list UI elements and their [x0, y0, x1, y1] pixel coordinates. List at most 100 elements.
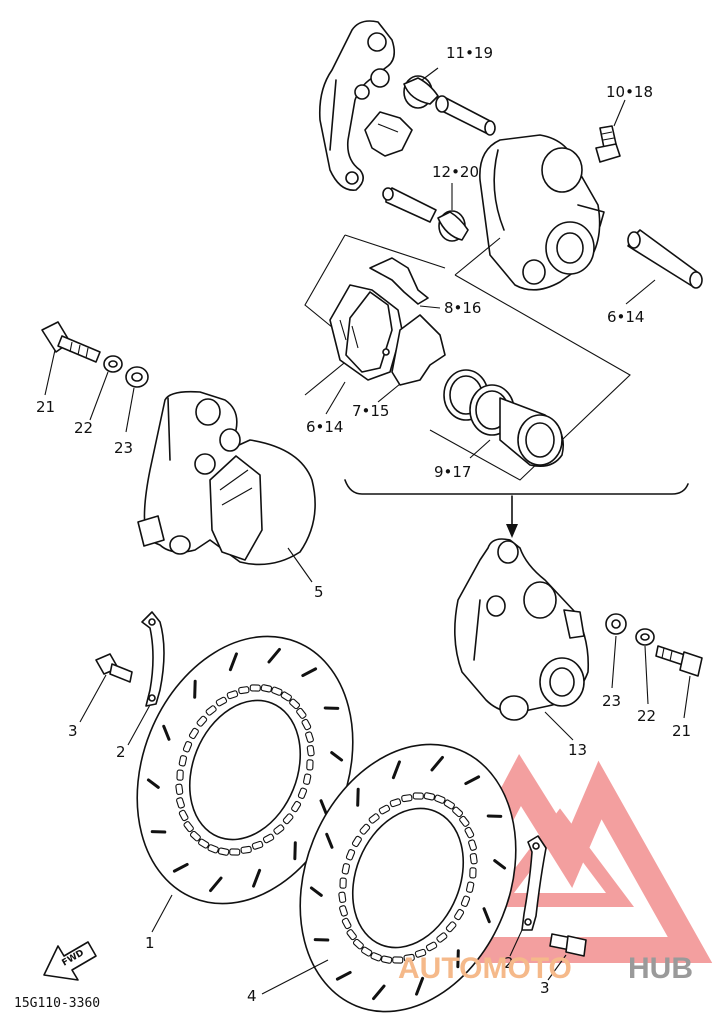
- label-part-21b: 21: [672, 722, 691, 740]
- label-part-23a: 23: [114, 439, 133, 457]
- disc-vent-slot: [341, 863, 351, 875]
- brake-disc-right: [299, 743, 517, 1013]
- disc-vent-slot: [302, 773, 312, 785]
- caliper-bracket-top: [318, 20, 396, 191]
- boot-part-11: [403, 75, 439, 109]
- label-part-2b: 2: [504, 954, 514, 972]
- disc-vent-slot: [215, 696, 228, 707]
- disc-vent-slot: [305, 731, 314, 743]
- disc-outer-slot: [330, 751, 344, 762]
- label-part-11-19: 11•19: [446, 44, 493, 62]
- disc-outer-slot: [335, 970, 352, 981]
- disc-vent-slot: [392, 956, 404, 964]
- disc-vent-slot: [296, 707, 307, 719]
- disc-vent-slot: [196, 715, 208, 727]
- disc-vent-slot: [469, 867, 477, 879]
- lock-plate-part-2-left: [141, 611, 165, 707]
- fwd-arrow-icon: FWD: [43, 941, 97, 981]
- pad-pin-right: [627, 229, 703, 289]
- disc-vent-slot: [301, 718, 312, 731]
- disc-vent-slot: [176, 797, 185, 809]
- disc-vent-slot: [459, 815, 470, 827]
- disc-vent-slot: [401, 794, 413, 803]
- label-part-5: 5: [314, 583, 324, 601]
- disc-vent-slot: [249, 684, 261, 692]
- disc-vent-slot: [341, 917, 352, 930]
- washer-part-22-left: [103, 355, 123, 373]
- disc-vent-slot: [339, 877, 347, 889]
- disc-vent-slot: [339, 905, 348, 917]
- disc-outer-slot: [325, 832, 334, 849]
- disc-vent-slot: [460, 895, 471, 907]
- disc-vent-slot: [368, 813, 380, 824]
- disc-vent-slot: [306, 745, 315, 757]
- disc-vent-slot: [352, 938, 364, 950]
- disc-vent-slot: [189, 830, 201, 842]
- washer-part-23-left: [125, 366, 149, 388]
- disc-vent-slot: [178, 755, 188, 767]
- disc-vent-slot: [175, 783, 184, 795]
- disc-vent-slot: [338, 891, 347, 903]
- disc-outer-slot: [372, 984, 386, 1001]
- label-part-10-18: 10•18: [606, 83, 653, 101]
- watermark-part2: HUB: [628, 952, 693, 985]
- label-part-3a: 3: [68, 722, 78, 740]
- disc-vent-slot: [262, 833, 275, 844]
- part-labels: 1 2 2 3 3 4 5 13 21 22 23 21 22 23 6•14 …: [36, 44, 691, 1005]
- leader-lines: [44, 67, 691, 995]
- watermark-part1: AUTOMOTO: [398, 952, 572, 985]
- disc-vent-slot: [468, 839, 477, 851]
- label-part-6-14b: 6•14: [607, 308, 644, 326]
- disc-outer-slot: [309, 886, 323, 897]
- disc-vent-slot: [271, 686, 283, 696]
- disc-vent-slot: [423, 792, 436, 801]
- disc-vent-slot: [291, 800, 302, 813]
- disc-vent-slot: [273, 824, 285, 835]
- pad-spring-clip: [364, 111, 413, 157]
- disc-vent-slot: [183, 821, 194, 833]
- disc-vent-slot: [229, 848, 241, 856]
- pad-spring-part-8: [369, 257, 429, 305]
- disc-vent-slot: [464, 826, 475, 839]
- disc-vent-slot: [306, 759, 314, 771]
- disc-outer-slot: [146, 778, 160, 789]
- disc-vent-slot: [345, 849, 356, 861]
- lock-plate-part-2-right: [521, 835, 547, 931]
- label-part-21a: 21: [36, 398, 55, 416]
- label-part-6-14a: 6•14: [306, 418, 343, 436]
- label-part-2a: 2: [116, 743, 126, 761]
- bolt-part-3-left: [95, 653, 133, 683]
- disc-outer-slot: [493, 859, 507, 870]
- caliper-body-top: [479, 134, 605, 291]
- caliper-assy-left: [137, 390, 316, 566]
- disc-vent-slot: [297, 787, 308, 799]
- washer-part-22-right: [635, 628, 655, 646]
- disc-vent-slot: [425, 941, 438, 952]
- disc-vent-slot: [205, 705, 217, 716]
- disc-vent-slot: [289, 698, 301, 710]
- disc-vent-slot: [178, 809, 189, 822]
- label-part-12-20: 12•20: [432, 163, 479, 181]
- label-part-1: 1: [145, 934, 155, 952]
- disc-vent-slot: [359, 823, 371, 835]
- label-part-13: 13: [568, 741, 587, 759]
- disc-vent-slot: [251, 840, 264, 850]
- disc-vent-slot: [346, 929, 357, 941]
- disc-vent-slot: [217, 847, 230, 856]
- disc-vent-slot: [282, 813, 294, 825]
- grouping-brace: [344, 479, 689, 538]
- diagram-code: 15G110-3360: [14, 996, 100, 1011]
- disc-vent-slot: [198, 838, 210, 849]
- pin-bolt-part-19: [435, 95, 496, 136]
- disc-vent-slot: [351, 835, 362, 848]
- disc-vent-slot: [238, 686, 250, 695]
- disc-vent-slot: [260, 684, 273, 693]
- disc-vent-slot: [240, 845, 252, 854]
- disc-vent-slot: [378, 804, 391, 815]
- disc-outer-slot: [464, 775, 481, 786]
- bolt-part-3-right: [549, 933, 587, 957]
- disc-vent-slot: [445, 921, 457, 933]
- disc-vent-slot: [176, 769, 184, 781]
- disc-outer-slot: [430, 755, 444, 772]
- bleed-screw-part-10: [595, 125, 621, 163]
